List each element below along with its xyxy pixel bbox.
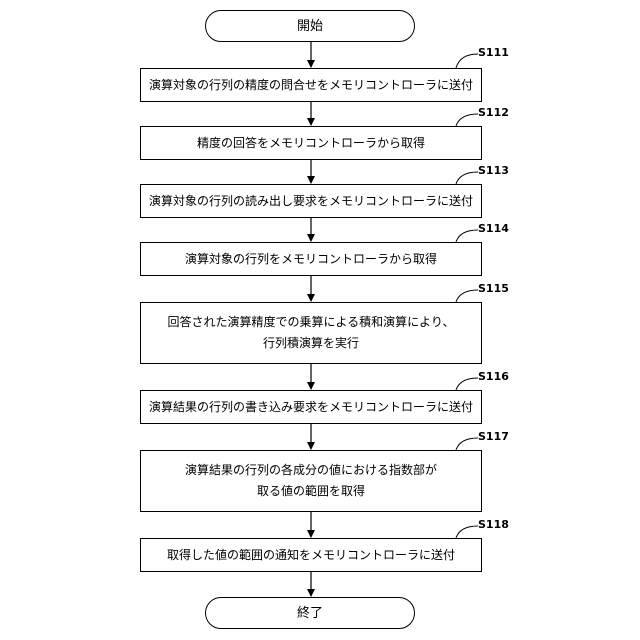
process-box-s118: 取得した値の範囲の通知をメモリコントローラに送付 (140, 538, 482, 572)
end-terminal: 終了 (205, 597, 415, 629)
step-leader-line-1 (456, 54, 478, 68)
start-terminal: 開始 (205, 10, 415, 42)
step-id-s114: S114 (478, 222, 509, 235)
step-id-s112: S112 (478, 106, 509, 119)
step-id-s111: S111 (478, 46, 509, 59)
process-box-s117: 演算結果の行列の各成分の値における指数部が 取る値の範囲を取得 (140, 450, 482, 512)
step-leader-line-6 (456, 378, 478, 390)
process-box-s115: 回答された演算精度での乗算による積和演算により、 行列積演算を実行 (140, 302, 482, 364)
process-box-s113: 演算対象の行列の読み出し要求をメモリコントローラに送付 (140, 184, 482, 218)
process-box-s112: 精度の回答をメモリコントローラから取得 (140, 126, 482, 160)
step-text-line-2: 取る値の範囲を取得 (185, 481, 437, 502)
step-leader-line-2 (456, 114, 478, 126)
step-leader-line-7 (456, 438, 478, 450)
step-leader-line-3 (456, 172, 478, 184)
process-box-s116: 演算結果の行列の書き込み要求をメモリコントローラに送付 (140, 390, 482, 424)
step-text: 演算結果の行列の書き込み要求をメモリコントローラに送付 (149, 397, 473, 418)
step-leader-line-5 (456, 290, 478, 302)
step-leader-line-8 (456, 526, 478, 538)
process-box-s111: 演算対象の行列の精度の問合せをメモリコントローラに送付 (140, 68, 482, 102)
step-text-line-1: 回答された演算精度での乗算による積和演算により、 (168, 312, 455, 333)
start-label: 開始 (297, 16, 323, 37)
step-id-s117: S117 (478, 430, 509, 443)
step-leader-line-4 (456, 230, 478, 242)
step-text: 取得した値の範囲の通知をメモリコントローラに送付 (167, 545, 455, 566)
step-text-line-1: 演算結果の行列の各成分の値における指数部が (185, 460, 437, 481)
step-text: 演算対象の行列をメモリコントローラから取得 (185, 249, 437, 270)
end-label: 終了 (297, 603, 323, 624)
step-text: 精度の回答をメモリコントローラから取得 (197, 133, 425, 154)
process-box-s114: 演算対象の行列をメモリコントローラから取得 (140, 242, 482, 276)
step-id-s115: S115 (478, 282, 509, 295)
step-text: 演算対象の行列の読み出し要求をメモリコントローラに送付 (149, 191, 473, 212)
step-id-s118: S118 (478, 518, 509, 531)
step-text-line-2: 行列積演算を実行 (168, 333, 455, 354)
step-id-s113: S113 (478, 164, 509, 177)
step-id-s116: S116 (478, 370, 509, 383)
step-text: 演算対象の行列の精度の問合せをメモリコントローラに送付 (149, 75, 473, 96)
